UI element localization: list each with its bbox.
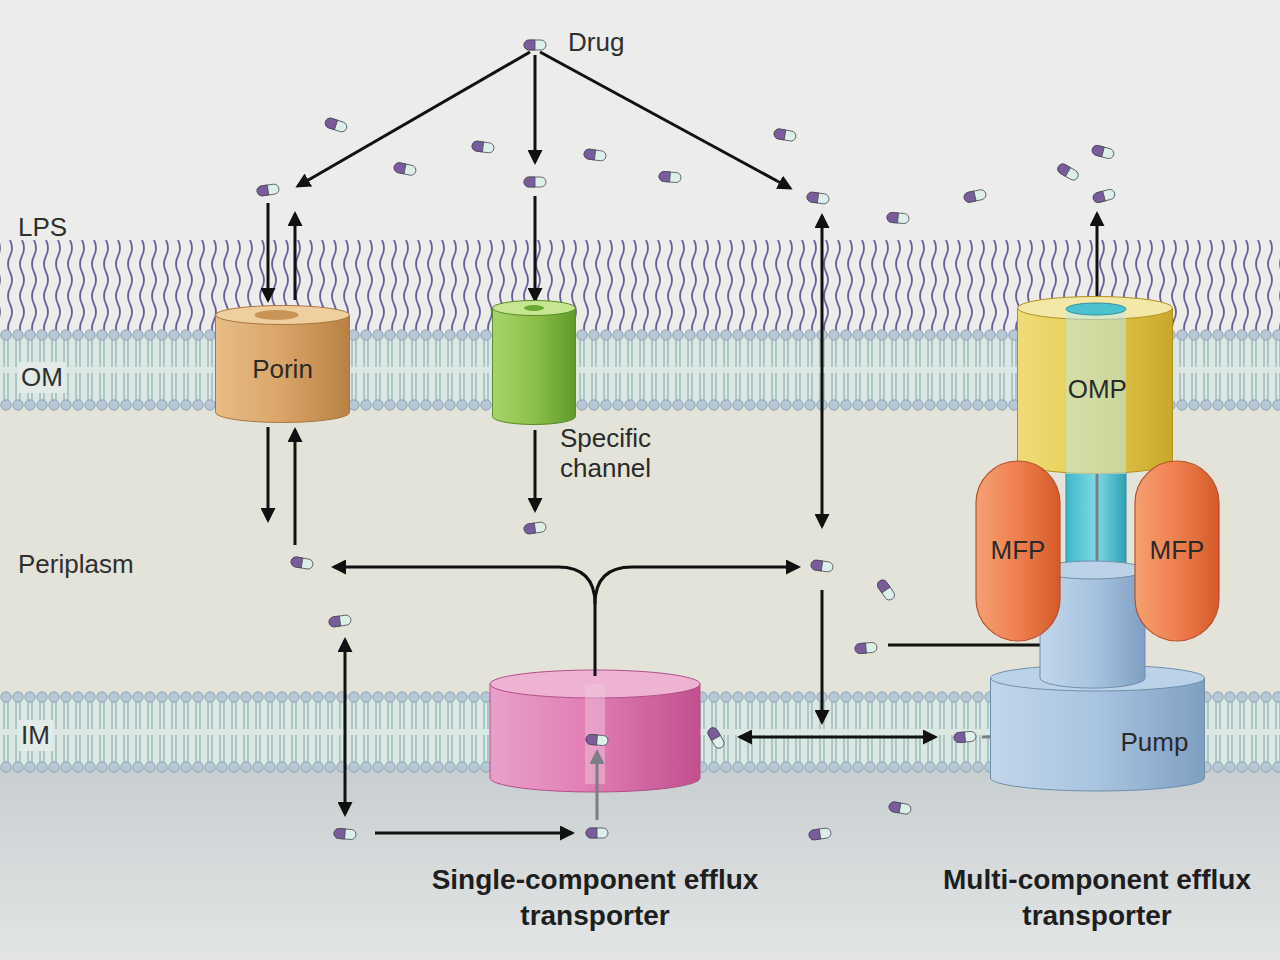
flow-arrow	[595, 567, 798, 604]
flow-arrow	[334, 567, 595, 676]
flow-arrow	[294, 430, 297, 545]
flow-arrow	[298, 52, 530, 186]
drug-label: Drug	[568, 27, 624, 58]
flow-arrow	[534, 55, 537, 162]
flow-arrow	[740, 736, 935, 739]
drug-pill	[586, 734, 609, 746]
drug-pill	[256, 184, 279, 197]
drug-pill	[290, 556, 313, 570]
drug-pill	[524, 40, 546, 50]
drug-pill	[773, 128, 796, 142]
drug-pill	[334, 828, 357, 840]
layer-label: Periplasm	[18, 549, 134, 580]
drug-pill	[706, 726, 726, 750]
node-label: MFP	[991, 536, 1046, 566]
layer-label: OM	[18, 362, 66, 393]
flow-arrow	[540, 52, 790, 188]
cylinder-shape	[492, 300, 576, 425]
drug-pill	[1092, 188, 1116, 203]
flow-arrow	[294, 214, 297, 300]
drug-pill	[888, 801, 911, 815]
flow-arrow	[1096, 214, 1099, 306]
node-label: Pump	[1121, 728, 1189, 758]
flow-arrow	[375, 832, 572, 835]
node-label: Specific channel	[560, 424, 690, 484]
node-label: OMP	[1068, 375, 1127, 405]
drug-pill	[659, 171, 682, 183]
transporter-caption: Single-component efflux transporter	[425, 862, 765, 935]
drug-pill	[876, 578, 897, 602]
porin-cylinder: Porin	[215, 305, 350, 423]
specific-channel-cylinder: Specific channel	[492, 300, 576, 425]
layer-label: IM	[18, 720, 53, 751]
node-label: MFP	[1150, 536, 1205, 566]
node-label: Porin	[252, 355, 313, 385]
omp-cylinder: OMP	[1017, 296, 1173, 474]
drug-pill	[583, 149, 606, 162]
drug-pill	[954, 731, 977, 743]
drug-pill	[328, 615, 351, 628]
drug-pill	[1056, 162, 1080, 182]
drug-pill	[586, 828, 608, 838]
drug-pill	[810, 560, 833, 573]
flow-arrow	[596, 752, 599, 820]
drug-pill	[806, 192, 829, 205]
flow-arrow	[534, 430, 537, 510]
drug-pill	[324, 117, 348, 133]
drug-pill	[887, 212, 910, 224]
drug-pill	[855, 642, 878, 654]
cytoplasm-ground	[0, 765, 1280, 960]
drug-pill	[523, 522, 546, 535]
transporter-caption: Multi-component efflux transporter	[937, 862, 1257, 935]
mfp-capsule: MFP	[975, 460, 1061, 642]
outside-ground	[0, 0, 1280, 335]
flow-arrow	[344, 640, 347, 814]
flow-arrow	[267, 203, 270, 300]
flow-arrow	[821, 590, 824, 722]
drug-pill	[1091, 144, 1115, 159]
mfp-capsule: MFP	[1134, 460, 1220, 642]
flow-arrow	[267, 427, 270, 520]
flow-arrow	[821, 216, 824, 526]
drug-pill	[393, 162, 417, 176]
drug-pill	[524, 177, 546, 187]
drug-pill	[963, 189, 987, 203]
flow-arrow	[534, 196, 537, 300]
single-component-transporter	[490, 670, 700, 792]
layer-label: LPS	[18, 212, 67, 243]
drug-pill	[471, 141, 494, 154]
drug-pill	[808, 828, 831, 841]
